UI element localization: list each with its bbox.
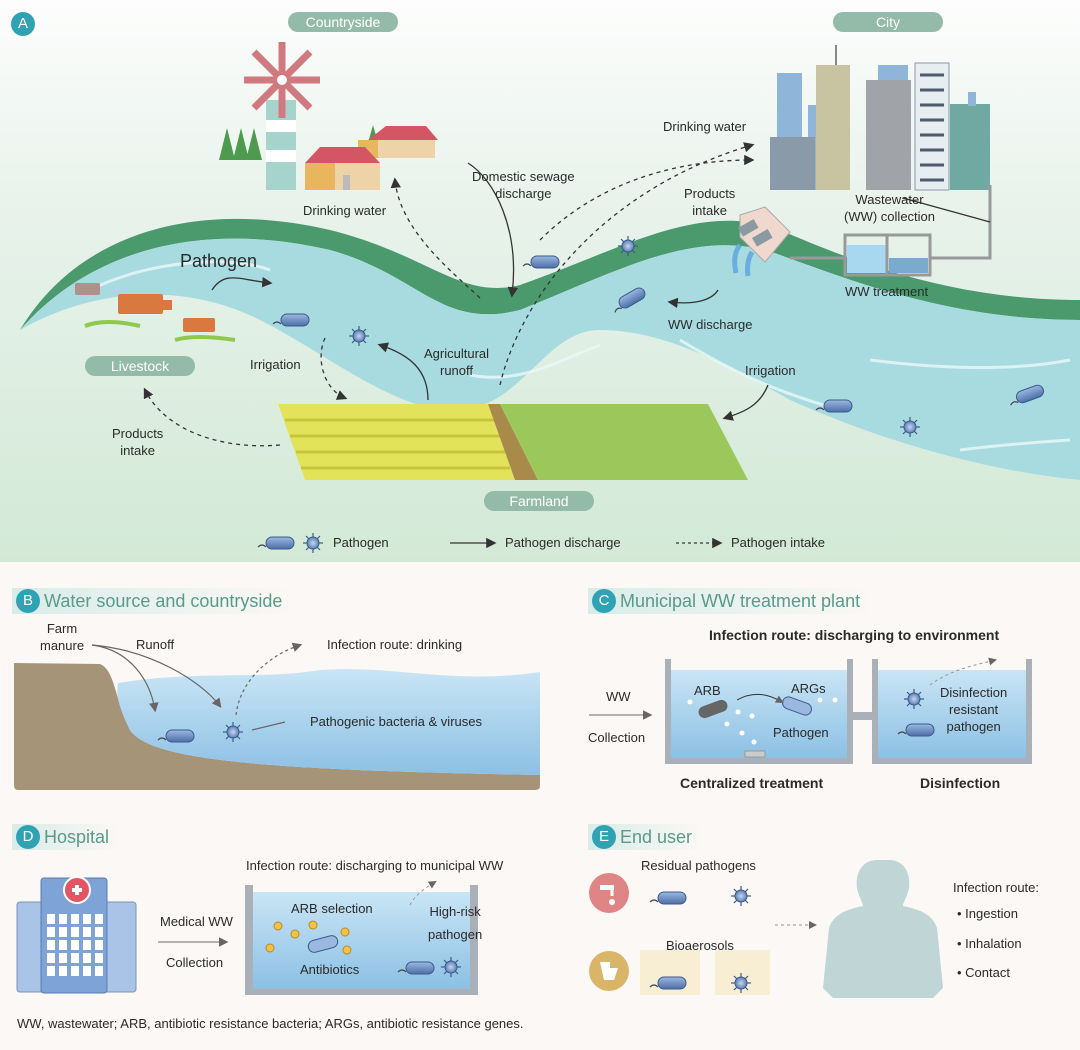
runoff-label: Runoff [136,637,175,652]
intake-arrow [390,177,481,299]
drinking-water-country-label: Drinking water [303,203,387,218]
discharge-arrow [722,384,769,421]
discharge-arrow [211,277,273,291]
city-label: City [833,12,943,32]
high-risk-pathogen-label: High-risk pathogen [428,904,483,942]
infection-route-environment-label: Infection route: discharging to environm… [709,627,1000,643]
panel-b-title: B Water source and countryside [12,588,293,614]
ww-discharge-label: WW discharge [668,317,753,332]
hospital-windows [47,914,103,976]
drinking-water-city-label: Drinking water [663,119,747,134]
infection-route-municipal-label: Infection route: discharging to municipa… [246,858,504,873]
panel-e-badge: E [592,825,616,849]
ww-label: WW [606,689,631,704]
wastewater-collection-label: Wastewater (WW) collection [844,192,936,224]
panel-e-title: E End user [588,824,703,850]
faucet-circle [589,873,629,913]
windmill-icon [244,42,320,190]
pathogen-label: Pathogen [180,251,258,271]
legend-bacterium-icon [257,536,295,550]
discharge-arrow [667,289,719,309]
disinfection-label: Disinfection [920,775,1001,791]
panel-c-title-text: Municipal WW treatment plant [620,590,861,611]
intake-arrow [143,387,281,447]
virus-icon [617,235,639,257]
route-contact: • Contact [957,965,1010,980]
route-inhalation: • Inhalation [957,936,1022,951]
river-bank [20,218,1080,330]
products-intake-city-label: Products intake [684,186,736,218]
irrigation-right-label: Irrigation [745,363,796,378]
farmland-icon [278,404,748,480]
river [20,238,1080,480]
centralized-treatment-label: Centralized treatment [680,775,824,791]
bioaerosols-label: Bioaerosols [666,938,734,953]
ww-treatment-label: WW treatment [845,284,929,299]
panel-a-illustration [20,42,1080,554]
args-label: ARGs [791,681,826,696]
livestock-icon [75,283,236,342]
intake-arrow [539,154,755,241]
toilet-circle [589,951,629,991]
panel-d-title-text: Hospital [44,826,110,847]
discharge-arrow [377,342,429,401]
irrigation-left-label: Irrigation [250,357,301,372]
pathogen-c-label: Pathogen [773,725,829,740]
domestic-sewage-label: Domestic sewage discharge [472,169,575,201]
arb-label: ARB [694,683,721,698]
legend-intake-label: Pathogen intake [731,535,825,550]
panel-b-title-text: Water source and countryside [44,590,283,611]
antibiotics-label: Antibiotics [300,962,360,977]
panel-e-title-text: End user [620,826,693,847]
collection-c-label: Collection [588,730,646,745]
city-skyline-icon [770,45,990,191]
virus-icon [348,325,370,347]
panel-d-title: D Hospital [12,824,120,850]
products-intake-livestock-label: Products intake [112,426,164,458]
panel-d-badge: D [16,825,40,849]
pointer-line [902,197,991,223]
collection-d-label: Collection [166,955,224,970]
residual-pathogens-label: Residual pathogens [641,858,756,873]
discharge-arrow [467,162,519,298]
medical-ww-label: Medical WW [160,914,233,929]
panel-c-title: C Municipal WW treatment plant [588,588,871,614]
panel-b-badge: B [16,589,40,613]
disinfection-resistant-label: Disinfection resistant pathogen [940,685,1008,734]
route-ingestion: • Ingestion [957,906,1018,921]
legend-virus-icon [302,532,324,554]
footnote: WW, wastewater; ARB, antibiotic resistan… [17,1016,524,1031]
arb-selection-label: ARB selection [291,901,373,916]
legend-discharge-label: Pathogen discharge [505,535,621,550]
pathogenic-bacteria-label: Pathogenic bacteria & viruses [310,714,482,729]
countryside-label: Countryside [288,12,398,32]
virus-icon [899,416,921,438]
infection-route-drinking-label: Infection route: drinking [327,637,463,652]
agricultural-runoff-label: Agricultural runoff [424,346,490,378]
livestock-label: Livestock [85,356,195,376]
houses-icon [305,126,438,190]
farmland-label: Farmland [484,491,594,511]
panel-a-badge: A [11,12,35,36]
treatment-plant-icon [732,185,992,277]
human-silhouette [823,860,943,998]
bacterium-icon [522,255,560,269]
infection-route-e-label: Infection route: [953,880,1039,895]
legend-pathogen-label: Pathogen [333,535,389,550]
farm-manure-label: Farm manure [40,621,85,653]
panel-c-badge: C [592,589,616,613]
